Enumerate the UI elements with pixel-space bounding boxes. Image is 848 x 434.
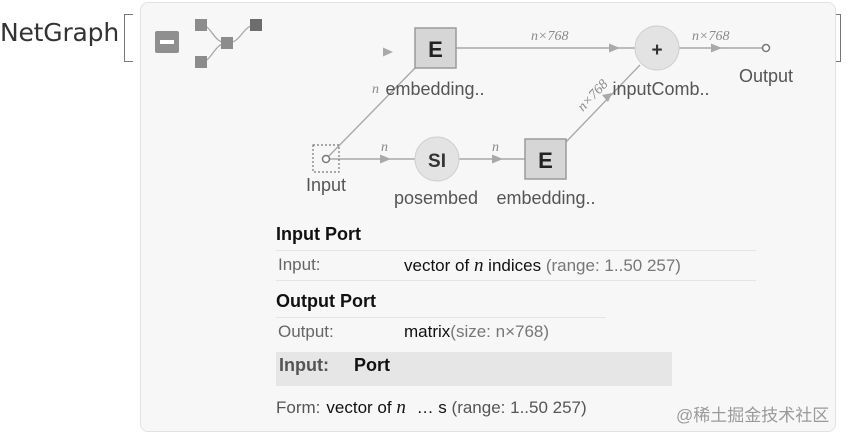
- divider: [276, 250, 756, 251]
- node-glyph: SI: [428, 151, 446, 172]
- left-bracket: [124, 14, 133, 62]
- form-prefix: vector of: [326, 398, 392, 417]
- divider: [276, 280, 756, 281]
- graph-thumbnail-icon[interactable]: [195, 19, 262, 68]
- tooltip-header: [276, 352, 672, 386]
- input-combine-node[interactable]: +: [634, 25, 680, 71]
- node-label: Output: [739, 66, 793, 86]
- node-label: Input: [306, 175, 346, 195]
- node-label: embedding..: [385, 79, 484, 99]
- node-label: inputComb..: [612, 79, 709, 99]
- arrow-head: [602, 93, 612, 102]
- node-glyph: +: [651, 40, 662, 61]
- node-label: posembed: [394, 188, 478, 208]
- output-port-heading: Output Port: [276, 291, 376, 311]
- value-suffix: indices: [488, 256, 542, 275]
- tooltip-form-line: Form: vector of n … s (range: 1..50 257): [276, 397, 587, 419]
- form-suffix: … s: [416, 398, 447, 417]
- embedding-top-node[interactable]: E: [414, 27, 457, 69]
- arrow-head: [609, 43, 620, 53]
- edge-label: n: [372, 82, 379, 97]
- form-range: (range: 1..50 257): [451, 398, 587, 417]
- watermark: @稀土掘金技术社区: [676, 406, 830, 425]
- right-bracket: [832, 14, 841, 62]
- value-range: (range: 1..50 257): [545, 256, 681, 275]
- output-port-value: matrix(size: n×768): [404, 322, 549, 342]
- posembed-node[interactable]: SI: [414, 136, 460, 182]
- input-port-key: Input:: [278, 255, 321, 274]
- node-glyph: E: [428, 37, 443, 62]
- netgraph-head: NetGraph: [0, 18, 119, 47]
- edge-label: n×768: [531, 29, 568, 44]
- input-port-value: vector of n indices (range: 1..50 257): [404, 255, 681, 277]
- node-label: embedding..: [496, 188, 595, 208]
- form-key: Form:: [276, 398, 321, 417]
- value-prefix: matrix: [404, 322, 451, 341]
- tooltip-key: Input:: [279, 355, 329, 375]
- edge-label: n: [492, 140, 499, 155]
- edge-label: n×768: [692, 29, 729, 44]
- tooltip-value: Port: [354, 355, 390, 375]
- arrow-head: [380, 154, 391, 164]
- edge-input-embedding-top: [325, 66, 417, 160]
- node-glyph: E: [538, 148, 553, 173]
- collapse-icon[interactable]: [155, 31, 179, 53]
- divider: [276, 317, 606, 318]
- value-size: (size: n×768): [450, 322, 550, 341]
- input-port-heading: Input Port: [276, 224, 361, 244]
- output-port-key: Output:: [278, 322, 334, 341]
- value-var: n: [473, 255, 484, 276]
- arrow-head: [711, 43, 722, 53]
- arrow-head: [383, 47, 393, 57]
- arrow-head: [492, 154, 503, 164]
- value-prefix: vector of: [404, 256, 470, 275]
- output-port-node[interactable]: [761, 43, 771, 53]
- input-port-node[interactable]: [312, 144, 340, 173]
- edge-label: n: [381, 140, 388, 155]
- embedding-bottom-node[interactable]: E: [524, 138, 567, 180]
- edge-embedding-combine-lower: [565, 64, 641, 143]
- form-var: n: [396, 397, 406, 418]
